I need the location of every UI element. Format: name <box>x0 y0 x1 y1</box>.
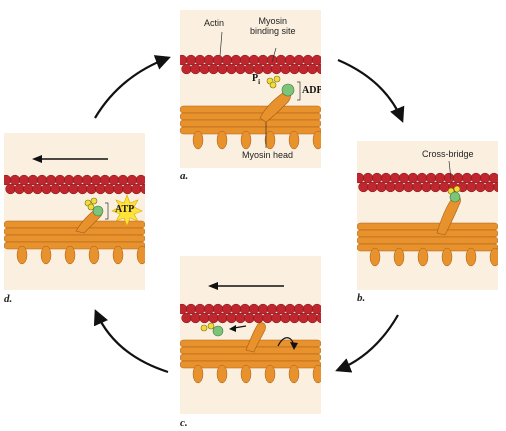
myosin-head-lower <box>112 245 124 265</box>
myosin-head-lower <box>192 130 204 150</box>
actin-bead <box>311 303 321 315</box>
panel-d: ATP <box>4 133 145 290</box>
myosin-head-lower <box>240 364 252 384</box>
phosphate-sphere <box>453 185 461 193</box>
actin-filament <box>180 303 321 324</box>
panel-d-drawing <box>4 155 145 265</box>
adp-sphere <box>281 83 295 97</box>
myosin-filament <box>180 105 321 150</box>
actin-bead <box>140 183 145 195</box>
myosin-head-lower <box>216 130 228 150</box>
myosin-head-lower <box>16 245 28 265</box>
cycle-arrow-d-to-a <box>94 55 171 119</box>
myosin-binding-site-label-line1: Myosin <box>258 16 288 26</box>
atp-burst-icon <box>111 194 143 227</box>
panel-c-drawing <box>180 282 321 384</box>
phosphate-sphere <box>207 322 215 330</box>
myosin-head-label: Myosin head <box>242 150 294 160</box>
adp-sphere <box>449 191 461 203</box>
actin-bead <box>493 181 498 193</box>
myosin-head-lower <box>393 247 405 267</box>
actin-bead <box>488 172 498 184</box>
myosin-head-lower <box>417 247 429 267</box>
actin-filament <box>4 174 145 195</box>
panel-c <box>180 256 321 414</box>
panel-c-label: c. <box>180 417 188 429</box>
power-stroke-arrowhead <box>290 342 298 350</box>
sliding-direction-arrowhead <box>32 155 42 163</box>
myosin-head-lower <box>441 247 453 267</box>
phosphate-sphere <box>90 197 98 205</box>
myosin-head-lower <box>88 245 100 265</box>
myosin-head-lower <box>369 247 381 267</box>
myosin-filament <box>357 222 498 267</box>
myosin-binding-site-label-line2: binding site <box>250 26 296 36</box>
sliding-direction-arrowhead <box>208 282 218 290</box>
panel-a-drawing <box>180 31 321 150</box>
myosin-head-lower <box>192 364 204 384</box>
actin-bead <box>316 63 321 75</box>
panel-d-label: d. <box>4 293 13 305</box>
actin-filament <box>180 54 321 75</box>
myosin-head-lower <box>288 364 300 384</box>
myosin-head-lower <box>288 130 300 150</box>
actin-bead <box>311 54 321 66</box>
phosphate-sphere <box>269 81 277 89</box>
myosin-head-lower <box>240 130 252 150</box>
myosin-rod <box>180 360 321 369</box>
myosin-head-lower <box>465 247 477 267</box>
panel-a: Actin Myosin binding site Pi ADP Myosin … <box>180 10 321 168</box>
panel-a-label: a. <box>180 170 189 182</box>
myosin-rod <box>180 126 321 135</box>
actin-bead <box>135 174 145 186</box>
power-stroke-head <box>245 322 266 353</box>
panel-b: Cross-bridge <box>357 141 498 290</box>
phosphate-sphere <box>200 324 208 332</box>
myosin-head-lower <box>136 245 145 265</box>
cycle-arrow-a-to-b <box>337 58 405 123</box>
release-arrowhead <box>229 325 236 332</box>
pi-label-text: P <box>252 73 259 84</box>
phosphate-sphere <box>273 75 281 83</box>
cycle-arrow-b-to-c <box>335 314 399 373</box>
pi-label-subscript: i <box>258 78 261 86</box>
myosin-head-lower <box>312 130 321 150</box>
pi-label: Pi <box>252 73 260 86</box>
myosin-filament <box>4 220 145 265</box>
panel-b-label: b. <box>357 292 366 304</box>
myosin-rod <box>357 243 498 252</box>
myosin-rod <box>4 241 145 250</box>
adp-sphere <box>92 205 104 217</box>
myosin-binding-site-label: Myosin binding site <box>250 16 296 36</box>
myosin-head-lower <box>264 130 276 150</box>
myosin-head-lower <box>64 245 76 265</box>
phosphate-sphere <box>87 203 95 211</box>
adp-label: ADP <box>302 85 321 96</box>
myosin-head-lower <box>312 364 321 384</box>
myosin-head-lower <box>489 247 498 267</box>
myosin-head-lower <box>264 364 276 384</box>
myosin-head-lower <box>216 364 228 384</box>
cycle-arrow-c-to-d <box>93 309 169 374</box>
myosin-head-lower <box>40 245 52 265</box>
cross-bridge-label: Cross-bridge <box>422 149 474 159</box>
adp-sphere <box>212 325 224 337</box>
actin-bead <box>316 312 321 324</box>
panel-b-drawing <box>357 160 498 267</box>
actin-label: Actin <box>204 18 225 28</box>
actin-filament <box>357 172 498 193</box>
atp-label: ATP <box>115 204 135 215</box>
